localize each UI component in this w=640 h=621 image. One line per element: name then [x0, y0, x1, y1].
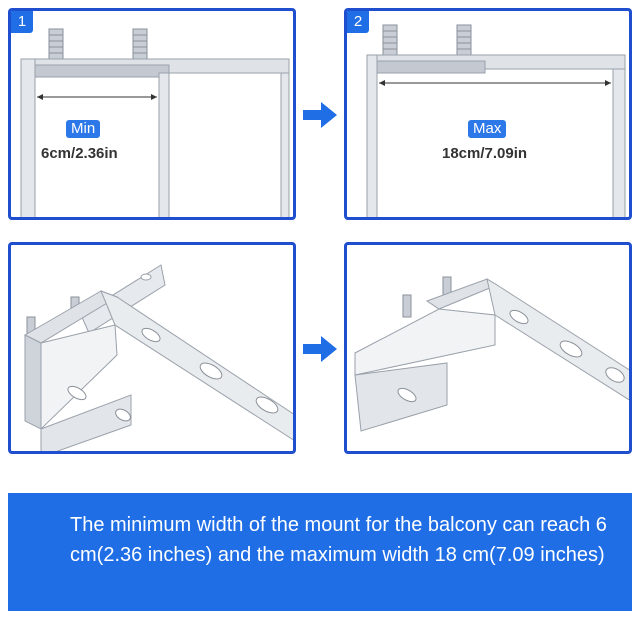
step-badge-1: 1 [11, 11, 33, 33]
max-tag: Max [468, 120, 507, 138]
panel-max-front: 2 Max 18cm/7.09in [344, 8, 632, 220]
caption-banner: The minimum width of the mount for the b… [8, 493, 632, 611]
panel-min-front: 1 Min 6cm/2.36in [8, 8, 296, 220]
bracket-min-perspective-illustration [23, 264, 293, 451]
panel-min-perspective [8, 242, 296, 454]
bracket-max-perspective-illustration [354, 276, 629, 432]
arrow-right-icon [303, 102, 337, 128]
min-value: 6cm/2.36in [41, 145, 118, 162]
max-value: 18cm/7.09in [442, 145, 528, 162]
bracket-max-front-illustration [366, 24, 626, 217]
bracket-min-front-illustration [20, 28, 290, 217]
panel-max-perspective [344, 242, 632, 454]
step-badge-2: 2 [347, 11, 369, 33]
arrow-right-icon [303, 336, 337, 362]
caption-text: The minimum width of the mount for the b… [70, 514, 607, 566]
min-tag: Min [66, 120, 101, 138]
